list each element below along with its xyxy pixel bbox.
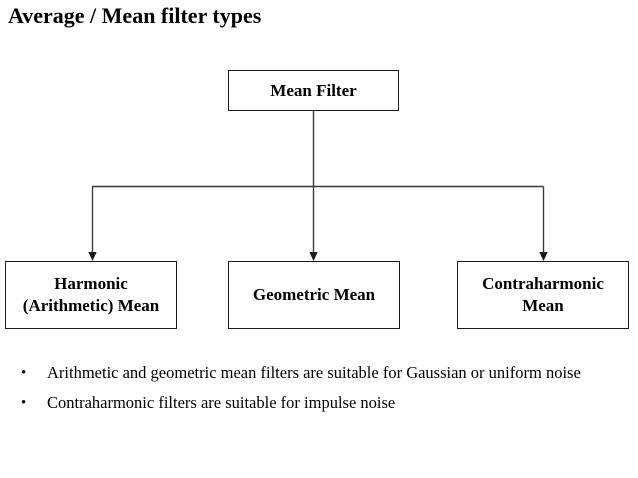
arrowhead-left xyxy=(88,252,97,261)
list-item-text: Arithmetic and geometric mean filters ar… xyxy=(47,363,581,382)
node-harmonic-mean[interactable]: Harmonic (Arithmetic) Mean xyxy=(5,261,177,329)
node-harmonic-mean-label: Harmonic (Arithmetic) Mean xyxy=(22,274,160,315)
list-item: • Contraharmonic filters are suitable fo… xyxy=(14,392,628,422)
page-title: Average / Mean filter types xyxy=(8,3,262,28)
node-mean-filter[interactable]: Mean Filter xyxy=(228,70,399,111)
bullet-marker-icon: • xyxy=(21,365,27,381)
node-contraharmonic-mean[interactable]: Contraharmonic Mean xyxy=(457,261,629,329)
node-geometric-mean-label: Geometric Mean xyxy=(252,285,376,304)
arrowhead-right xyxy=(539,252,548,261)
node-mean-filter-label: Mean Filter xyxy=(270,80,357,100)
list-item-text: Contraharmonic filters are suitable for … xyxy=(47,393,396,412)
bullet-list: • Arithmetic and geometric mean filters … xyxy=(14,362,628,422)
arrowhead-middle xyxy=(309,252,318,261)
list-item: • Arithmetic and geometric mean filters … xyxy=(14,362,628,392)
bullet-marker-icon: • xyxy=(21,395,27,411)
node-geometric-mean[interactable]: Geometric Mean xyxy=(228,261,400,329)
node-contraharmonic-mean-label: Contraharmonic Mean xyxy=(482,274,604,315)
